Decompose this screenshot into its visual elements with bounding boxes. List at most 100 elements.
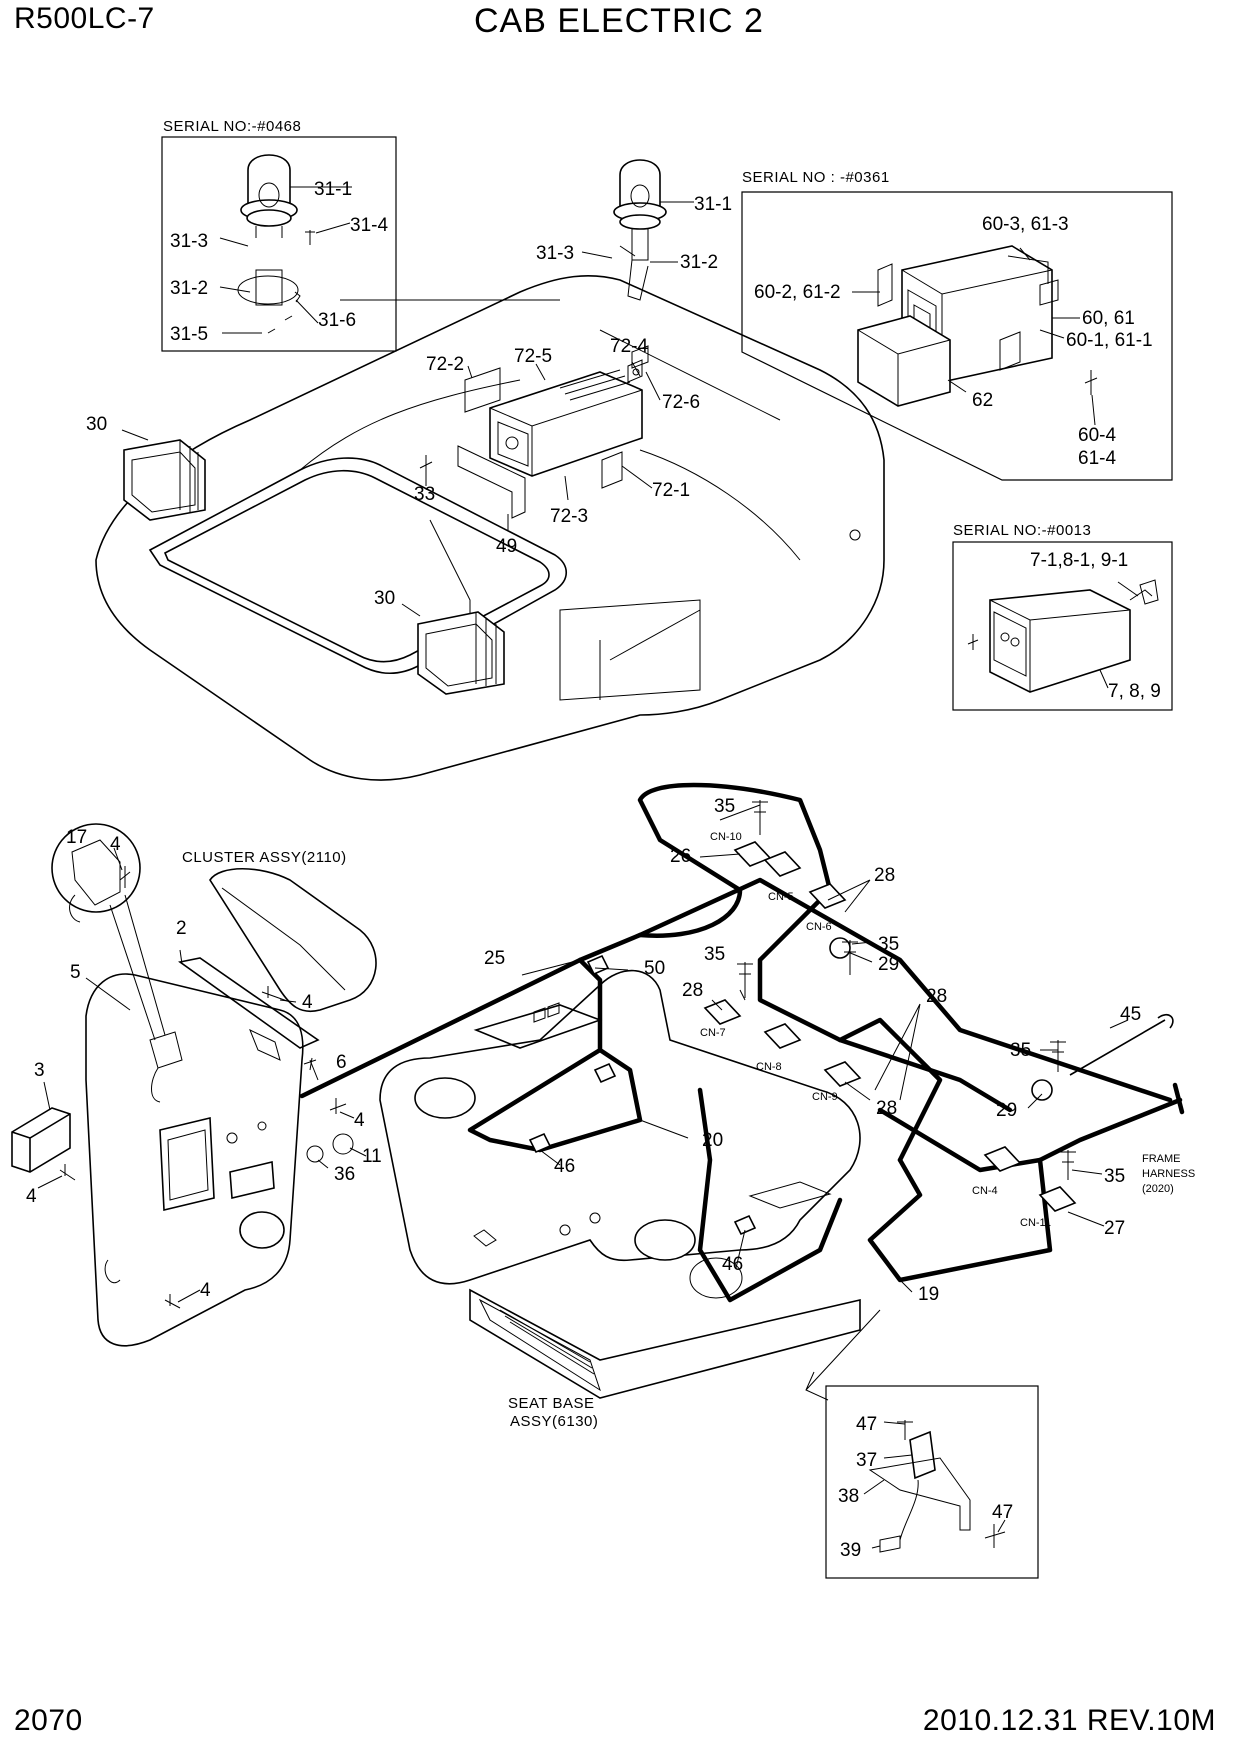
connector-labels: CN-10 CN-5 CN-6 CN-7 CN-8 CN-9 CN-4 CN-1…	[700, 831, 1051, 1229]
revision-date: 2010.12.31 REV.10M	[922, 1704, 1216, 1737]
bolts-35	[737, 800, 1076, 1180]
connector-cn-11: CN-11	[1020, 1217, 1051, 1229]
inset-box-serial-0468	[161, 136, 397, 352]
label-5: 5	[70, 962, 81, 983]
label-31-3-roof: 31-3	[536, 243, 574, 264]
label-4-left: 4	[26, 1186, 37, 1207]
label-26: 26	[670, 846, 691, 867]
label-61-4: 61-4	[1078, 448, 1116, 469]
operator-seat	[379, 969, 861, 1299]
label-29-top: 29	[878, 954, 899, 975]
label-45: 45	[1120, 1004, 1141, 1025]
serial-note-0468: SERIAL NO:-#0468	[163, 118, 301, 135]
label-72-6: 72-6	[662, 392, 700, 413]
label-37: 37	[856, 1450, 877, 1471]
label-28-top: 28	[874, 865, 895, 886]
label-60-4: 60-4	[1078, 425, 1116, 446]
label-35-cn4: 35	[1104, 1166, 1125, 1187]
label-47-top: 47	[856, 1414, 877, 1435]
radio-inset-0013	[967, 579, 1159, 693]
label-72-3: 72-3	[550, 506, 588, 527]
connector-cn-7: CN-7	[700, 1027, 726, 1039]
label-31-4: 31-4	[350, 215, 388, 236]
label-60-3: 60-3, 61-3	[982, 214, 1069, 235]
label-7-8-9: 7, 8, 9	[1108, 681, 1161, 702]
note-cluster-assy: CLUSTER ASSY(2110)	[182, 849, 347, 866]
connector-cn-8: CN-8	[756, 1061, 782, 1073]
callout-circle-17	[51, 823, 141, 913]
serial-note-0013: SERIAL NO:-#0013	[953, 522, 1091, 539]
work-lamp-lower	[417, 611, 505, 695]
label-72-1: 72-1	[652, 480, 690, 501]
note-seat-base-2: ASSY(6130)	[510, 1413, 598, 1430]
inset-box-seat-switch	[825, 1385, 1039, 1579]
label-35-ground: 35	[1010, 1040, 1031, 1061]
label-28-cn9: 28	[876, 1098, 897, 1119]
label-60: 60, 61	[1082, 308, 1135, 329]
label-49: 49	[496, 536, 517, 557]
roof-radio-72	[457, 345, 649, 519]
label-33: 33	[414, 484, 435, 505]
connector-cn-5: CN-5	[768, 891, 794, 903]
note-frame-1: FRAME	[1142, 1153, 1181, 1165]
label-4-circle: 4	[110, 834, 121, 855]
label-31-6: 31-6	[318, 310, 356, 331]
ground-cable-45	[1069, 1013, 1174, 1076]
connector-cn-10: CN-10	[710, 831, 742, 843]
bracket-2	[178, 957, 320, 1049]
label-20: 20	[702, 1130, 723, 1151]
label-6: 6	[336, 1052, 347, 1073]
inset-box-serial-0013	[952, 541, 1173, 711]
note-seat-base-1: SEAT BASE	[508, 1395, 594, 1412]
label-31-2: 31-2	[170, 278, 208, 299]
callout-labels: 31-1 31-4 31-3 31-2 31-6 31-5 31-1 31-3 …	[26, 179, 1161, 1561]
label-30-upper: 30	[86, 414, 107, 435]
bracket-3	[11, 1107, 71, 1173]
bolts-4	[59, 866, 354, 1309]
label-29-bottom: 29	[996, 1100, 1017, 1121]
label-72-2: 72-2	[426, 354, 464, 375]
page-number: 2070	[14, 1704, 83, 1737]
label-31-1: 31-1	[314, 179, 352, 200]
beacon-lamp-roof	[613, 159, 667, 301]
label-30-lower: 30	[374, 588, 395, 609]
label-7-1: 7-1,8-1, 9-1	[1030, 550, 1128, 571]
label-19: 19	[918, 1284, 939, 1305]
label-4-bracket: 4	[302, 992, 313, 1013]
label-60-2: 60-2, 61-2	[754, 282, 841, 303]
note-frame-3: (2020)	[1142, 1183, 1174, 1195]
leader-lines	[37, 186, 1139, 1549]
label-3: 3	[34, 1060, 45, 1081]
seat-base-frame	[469, 1288, 861, 1399]
label-62: 62	[972, 390, 993, 411]
label-28-right: 28	[926, 986, 947, 1007]
side-console-panel	[85, 973, 304, 1347]
label-25: 25	[484, 948, 505, 969]
label-72-4: 72-4	[610, 336, 648, 357]
label-39: 39	[840, 1540, 861, 1561]
label-4-bottom: 4	[200, 1280, 211, 1301]
note-frame-2: HARNESS	[1142, 1168, 1195, 1180]
label-47-bottom: 47	[992, 1502, 1013, 1523]
beacon-lamp-inset	[237, 154, 315, 334]
label-36: 36	[334, 1164, 355, 1185]
label-2: 2	[176, 918, 187, 939]
label-4-console: 4	[354, 1110, 365, 1131]
label-31-2-roof: 31-2	[680, 252, 718, 273]
label-60-1: 60-1, 61-1	[1066, 330, 1153, 351]
connector-cn-6: CN-6	[806, 921, 832, 933]
label-31-3: 31-3	[170, 231, 208, 252]
page-title: CAB ELECTRIC 2	[474, 2, 764, 40]
harness-clamps	[528, 841, 1077, 1236]
model-number: R500LC-7	[14, 2, 155, 35]
label-46-left: 46	[554, 1156, 575, 1177]
cab-roof	[95, 274, 885, 781]
label-28-cn7: 28	[682, 980, 703, 1001]
cluster-assy	[209, 867, 377, 1012]
label-35-left: 35	[704, 944, 725, 965]
label-35-mid: 35	[878, 934, 899, 955]
connector-cn-9: CN-9	[812, 1091, 838, 1103]
label-11: 11	[362, 1146, 382, 1167]
label-50: 50	[644, 958, 665, 979]
